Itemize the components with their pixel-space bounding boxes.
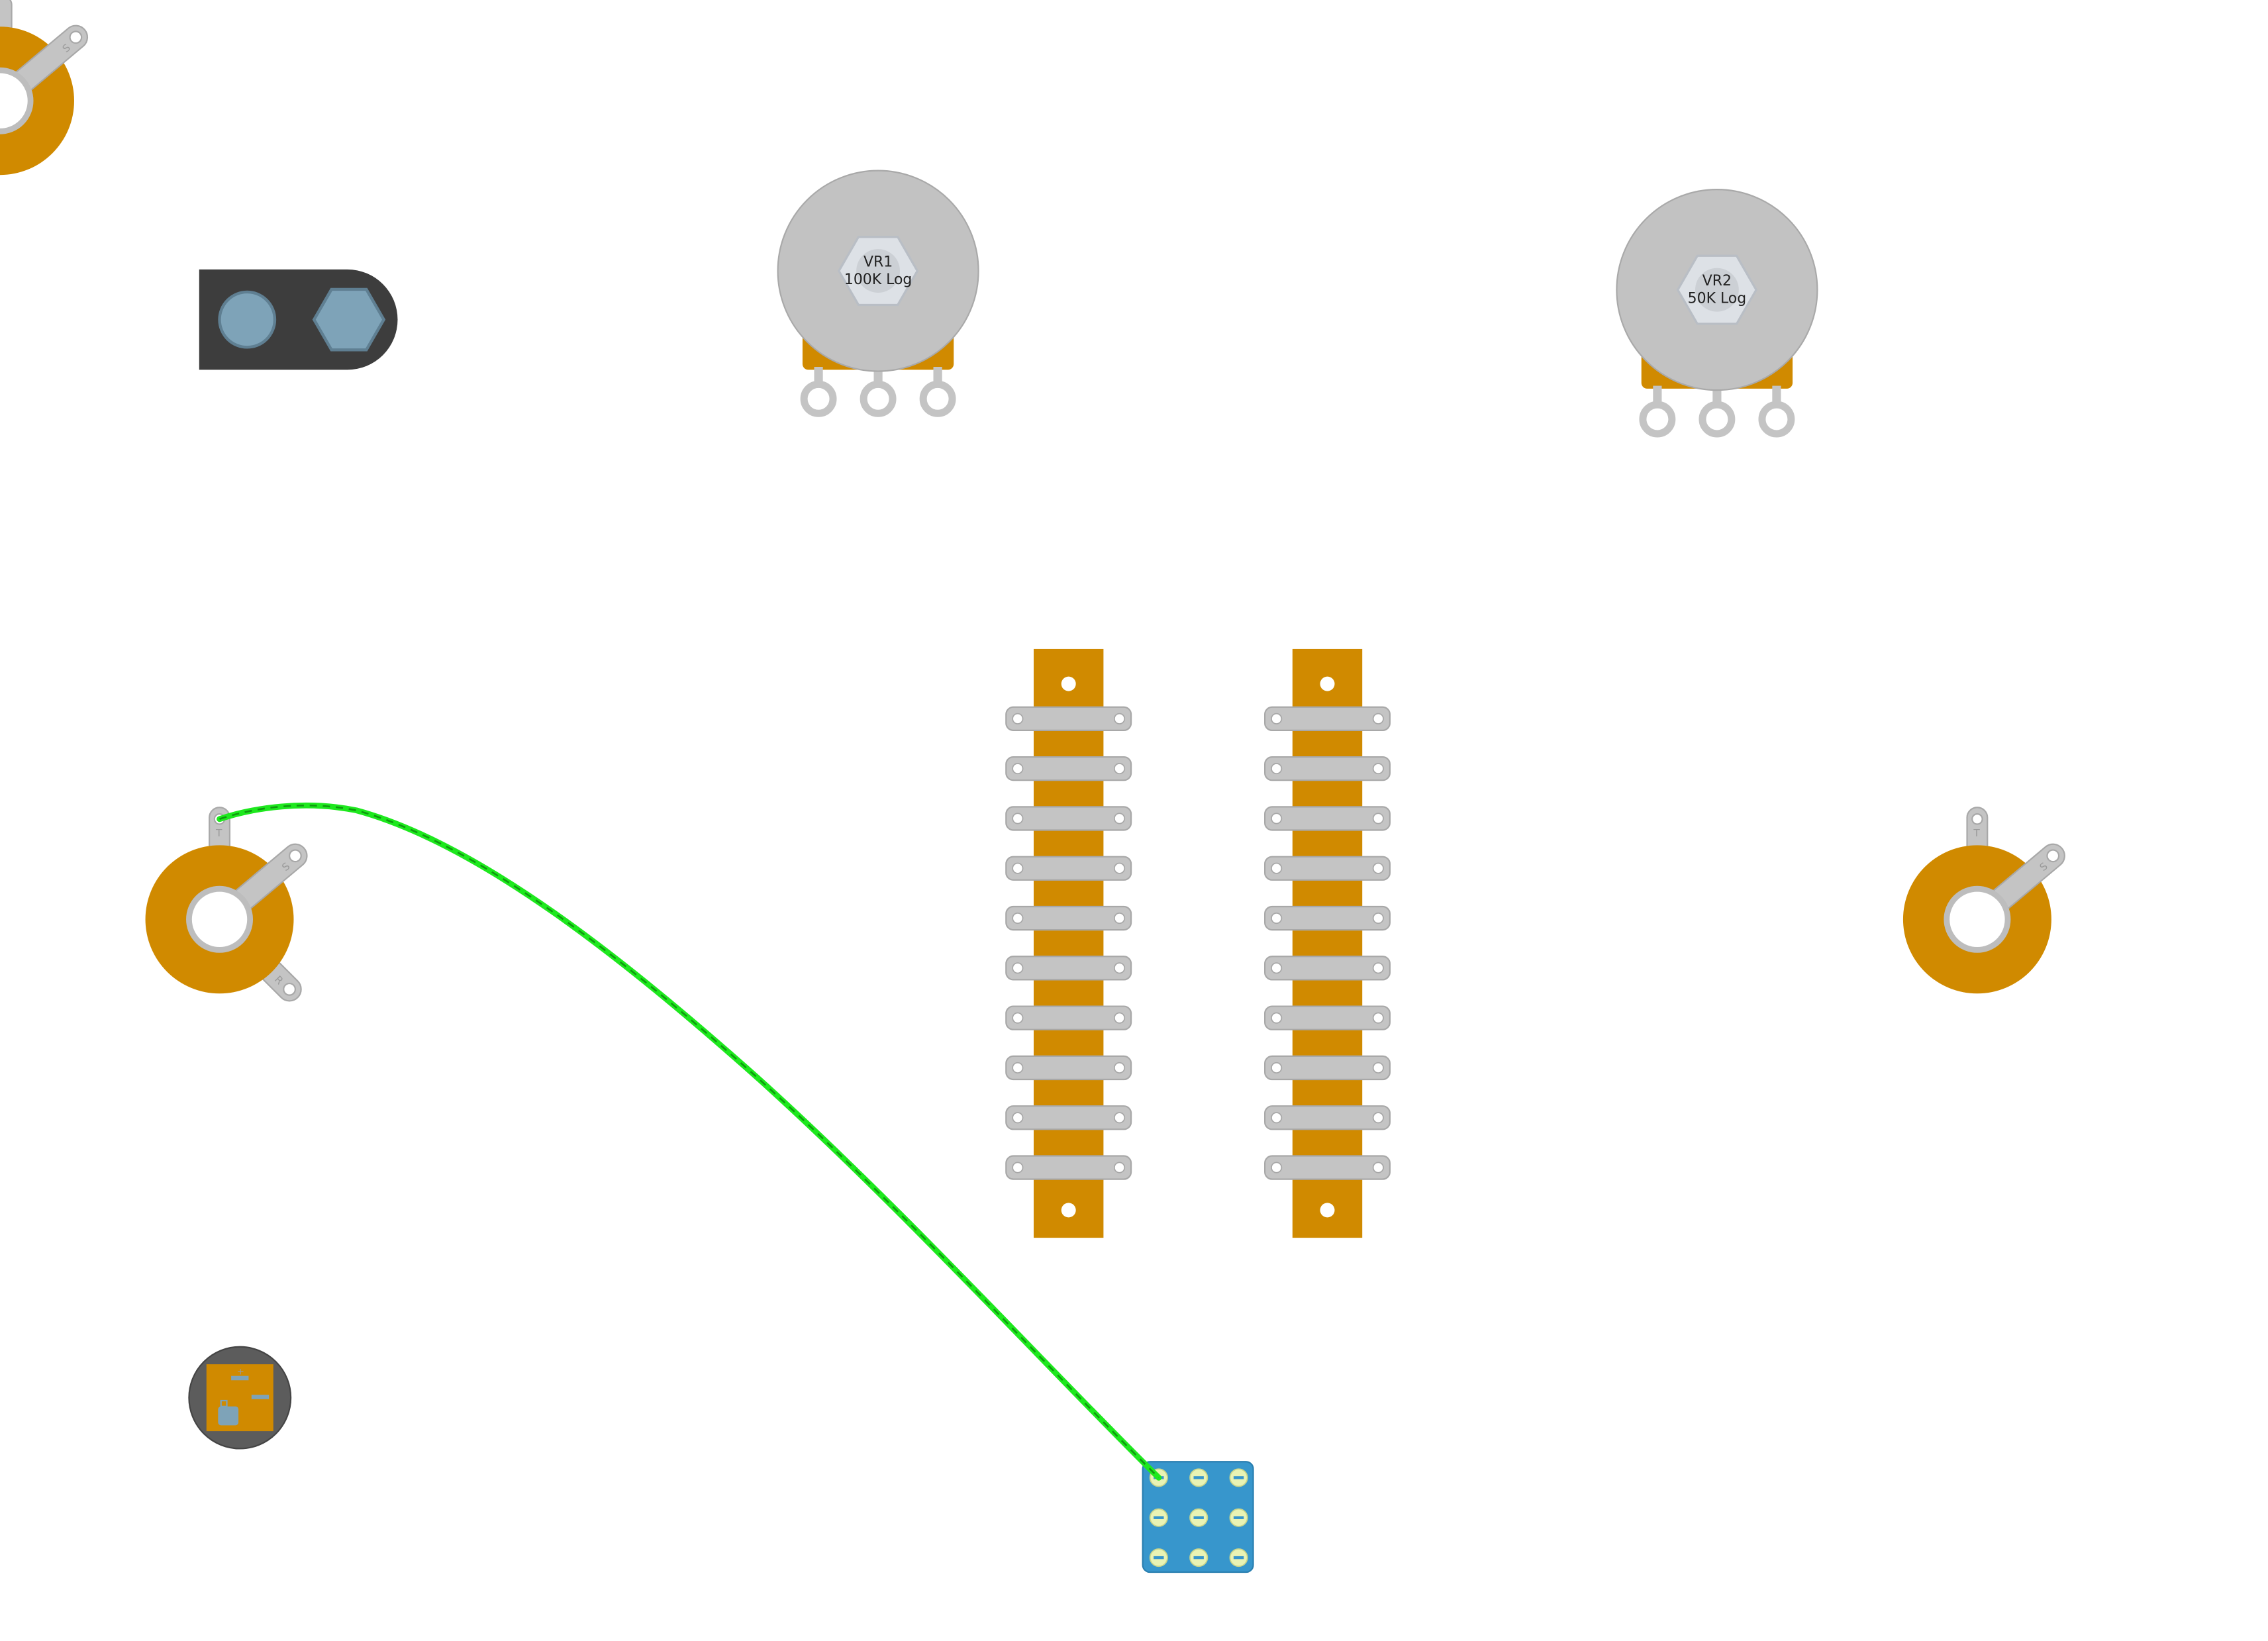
footswitch-pad-3[interactable] xyxy=(1229,1468,1248,1487)
dc-jack-hex-nut xyxy=(312,287,386,352)
footswitch-pad-7[interactable] xyxy=(1149,1548,1168,1567)
footswitch-pad-2[interactable] xyxy=(1189,1468,1208,1487)
led-leg xyxy=(220,1399,228,1407)
lug-hole xyxy=(283,982,296,996)
tagstrip-lug[interactable] xyxy=(1005,756,1132,781)
tagstrip-lug[interactable] xyxy=(1005,905,1132,931)
tagstrip-lug[interactable] xyxy=(1263,905,1391,931)
jack-hole xyxy=(186,885,254,953)
dc-power-jack[interactable] xyxy=(199,269,398,370)
3pdt-footswitch[interactable] xyxy=(1142,1461,1254,1573)
tagstrip-lug[interactable] xyxy=(1263,756,1391,781)
dc-jack-round-nut xyxy=(218,290,277,349)
tagstrip-lug[interactable] xyxy=(1005,706,1132,731)
jack-terminal-label-t: T xyxy=(1973,827,1980,839)
lug-hole xyxy=(2046,849,2060,863)
lug-hole xyxy=(289,849,302,863)
tagstrip-mount-hole-bottom xyxy=(1061,1203,1076,1218)
jack-input[interactable]: T R S xyxy=(145,807,312,1005)
pot-lug-2[interactable] xyxy=(1699,401,1736,438)
pot-value-label: 50K Log xyxy=(1688,290,1746,307)
pot-value-label: 100K Log xyxy=(844,272,912,288)
pot-shaft xyxy=(1695,268,1739,312)
tagstrip-board xyxy=(1034,648,1104,1238)
tagstrip-mount-hole-top xyxy=(1320,676,1335,691)
jack-hole xyxy=(0,67,34,134)
tagstrip-lug[interactable] xyxy=(1005,1105,1132,1130)
led-polarity-label: + xyxy=(237,1367,244,1377)
tagstrip-lug[interactable] xyxy=(1263,1005,1391,1030)
led-body xyxy=(218,1406,239,1426)
pot-lug-1[interactable] xyxy=(800,380,837,417)
footswitch-pad-6[interactable] xyxy=(1229,1508,1248,1527)
jack-terminal-label-t: T xyxy=(215,827,222,839)
tagstrip-lug[interactable] xyxy=(1263,1105,1391,1130)
pot-vr1[interactable]: VR1 100K Log xyxy=(777,170,979,417)
pot-lug-1[interactable] xyxy=(1639,401,1676,438)
tagstrip-lug[interactable] xyxy=(1263,1055,1391,1081)
tagstrip-lug[interactable] xyxy=(1005,1055,1132,1081)
pot-lugs xyxy=(800,367,956,417)
led-bezel[interactable]: + xyxy=(188,1346,292,1450)
pot-shaft xyxy=(856,249,901,293)
led-pad[interactable] xyxy=(231,1375,249,1381)
footswitch-pad-9[interactable] xyxy=(1229,1548,1248,1567)
lug-hole xyxy=(1971,813,1983,825)
pot-vr2[interactable]: VR2 50K Log xyxy=(1616,189,1818,438)
led-pad[interactable] xyxy=(251,1395,270,1399)
jack-top-left[interactable]: S xyxy=(0,0,92,175)
tagstrip-lug[interactable] xyxy=(1263,706,1391,731)
wire-green-stripe xyxy=(219,804,1159,1479)
tagstrip-lug[interactable] xyxy=(1263,1155,1391,1180)
footswitch-pad-4[interactable] xyxy=(1149,1508,1168,1527)
jack-hole xyxy=(1944,885,2011,953)
pot-lugs xyxy=(1639,385,1795,438)
tagstrip-board xyxy=(1292,648,1363,1238)
tagstrip-lug[interactable] xyxy=(1263,806,1391,831)
pot-name-label: VR1 xyxy=(863,254,893,271)
pot-lug-2[interactable] xyxy=(860,380,897,417)
pot-lug-3[interactable] xyxy=(919,380,956,417)
tagstrip-mount-hole-bottom xyxy=(1320,1203,1335,1218)
tagstrip-1[interactable] xyxy=(1005,648,1132,1238)
tagstrip-mount-hole-top xyxy=(1061,676,1076,691)
footswitch-pad-8[interactable] xyxy=(1189,1548,1208,1567)
tagstrip-lug[interactable] xyxy=(1005,1005,1132,1030)
lug-hole xyxy=(69,30,83,44)
pot-lug-3[interactable] xyxy=(1758,401,1795,438)
jack-output[interactable]: T S xyxy=(1902,807,2069,994)
tagstrip-lug[interactable] xyxy=(1005,956,1132,981)
tagstrip-lug[interactable] xyxy=(1263,956,1391,981)
tagstrip-lug[interactable] xyxy=(1263,856,1391,881)
tagstrip-lug[interactable] xyxy=(1005,806,1132,831)
tagstrip-lug[interactable] xyxy=(1005,1155,1132,1180)
tagstrip-lug[interactable] xyxy=(1005,856,1132,881)
wire-green[interactable] xyxy=(217,802,1162,1481)
pot-name-label: VR2 xyxy=(1702,273,1732,289)
footswitch-pad-5[interactable] xyxy=(1189,1508,1208,1527)
tagstrip-2[interactable] xyxy=(1263,648,1391,1238)
